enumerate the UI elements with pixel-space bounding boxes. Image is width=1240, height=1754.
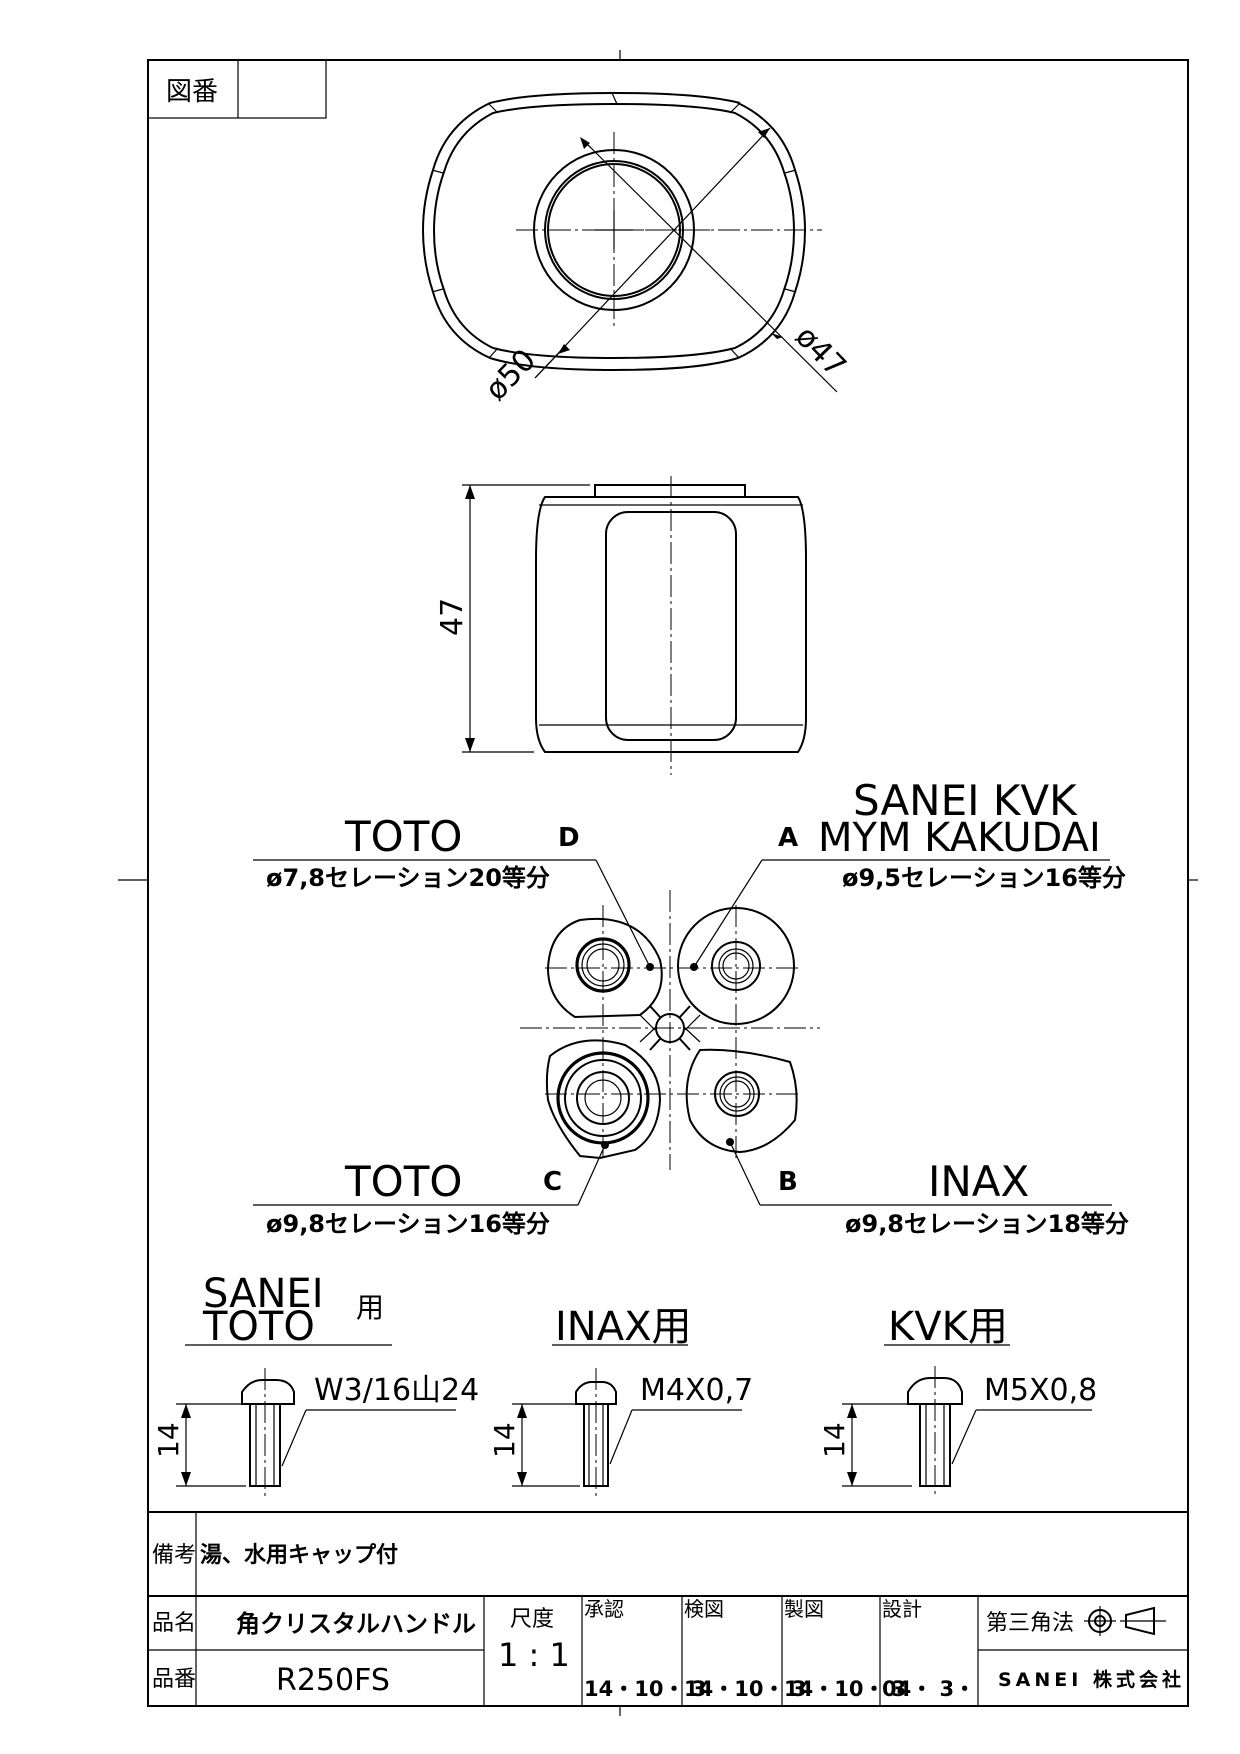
- screw1-title-line2: TOTO: [202, 1304, 315, 1350]
- top-view: [421, 91, 838, 393]
- approved-label: 承認: [584, 1597, 624, 1621]
- scale-label: 尺度: [510, 1607, 554, 1632]
- design-date: 04・ 3・: [882, 1677, 975, 1701]
- checked-date: 14・10・ 3: [684, 1677, 806, 1701]
- serration-b-letter: B: [778, 1167, 798, 1197]
- drawn-date: 14・10・ 3: [784, 1677, 906, 1701]
- checked-label: 検図: [684, 1597, 724, 1621]
- screw2-title: INAX用: [555, 1304, 691, 1350]
- screw1-length: 14: [152, 1422, 185, 1458]
- serration-a-brand-line1: SANEI KVK: [853, 776, 1078, 825]
- serration-d-letter: D: [558, 823, 580, 853]
- screw2-thread: M4X0,7: [640, 1373, 753, 1408]
- serration-c-brand: TOTO: [344, 1157, 462, 1206]
- serration-a-brand-line2: MYM KAKUDAI: [818, 815, 1101, 861]
- serration-detail: [253, 859, 1112, 1206]
- screw3-length: 14: [818, 1422, 851, 1458]
- serration-a-letter: A: [778, 823, 798, 853]
- screw1-thread: W3/16山24: [314, 1373, 479, 1408]
- drawing-no-label: 図番: [166, 77, 218, 107]
- screw3-title: KVK用: [888, 1304, 1008, 1350]
- screw2-length: 14: [488, 1422, 521, 1458]
- remarks-label: 備考: [152, 1543, 196, 1568]
- top-dim-outer: ø50: [479, 343, 543, 408]
- company-name: SANEI 株式会社: [998, 1668, 1185, 1691]
- serration-d-spec: ø7,8セレーション20等分: [266, 864, 550, 892]
- projection-label: 第三角法: [986, 1611, 1074, 1636]
- name-value: 角クリスタルハンドル: [236, 1610, 476, 1638]
- screw2: [512, 1368, 742, 1498]
- third-angle-projection-icon: [1084, 1606, 1166, 1636]
- drawn-label: 製図: [784, 1597, 824, 1621]
- screw1: [176, 1368, 456, 1498]
- remarks-value: 湯、水用キャップ付: [200, 1543, 398, 1568]
- approved-date: 14・10・ 3: [584, 1677, 706, 1701]
- serration-d-brand: TOTO: [344, 812, 462, 861]
- frame: [118, 50, 1198, 1716]
- serration-b-spec: ø9,8セレーション18等分: [845, 1210, 1129, 1238]
- title-block-lines: [148, 1511, 1188, 1706]
- screw3-thread: M5X0,8: [984, 1373, 1097, 1408]
- number-value: R250FS: [276, 1663, 390, 1698]
- name-label: 品名: [152, 1611, 196, 1636]
- side-view: [462, 476, 807, 775]
- screw3: [842, 1366, 1092, 1498]
- serration-c-letter: C: [543, 1167, 562, 1197]
- top-dim-inner: ø47: [788, 319, 852, 384]
- serration-a-spec: ø9,5セレーション16等分: [842, 864, 1126, 892]
- number-label: 品番: [152, 1667, 196, 1692]
- screw1-title-line1: SANEI: [203, 1271, 324, 1317]
- serration-b-brand: INAX: [928, 1157, 1029, 1206]
- screw1-title-suffix: 用: [356, 1291, 384, 1324]
- serration-c-spec: ø9,8セレーション16等分: [266, 1210, 550, 1238]
- design-label: 設計: [882, 1597, 922, 1621]
- scale-value: 1 : 1: [498, 1636, 570, 1674]
- side-dim-height: 47: [435, 598, 470, 636]
